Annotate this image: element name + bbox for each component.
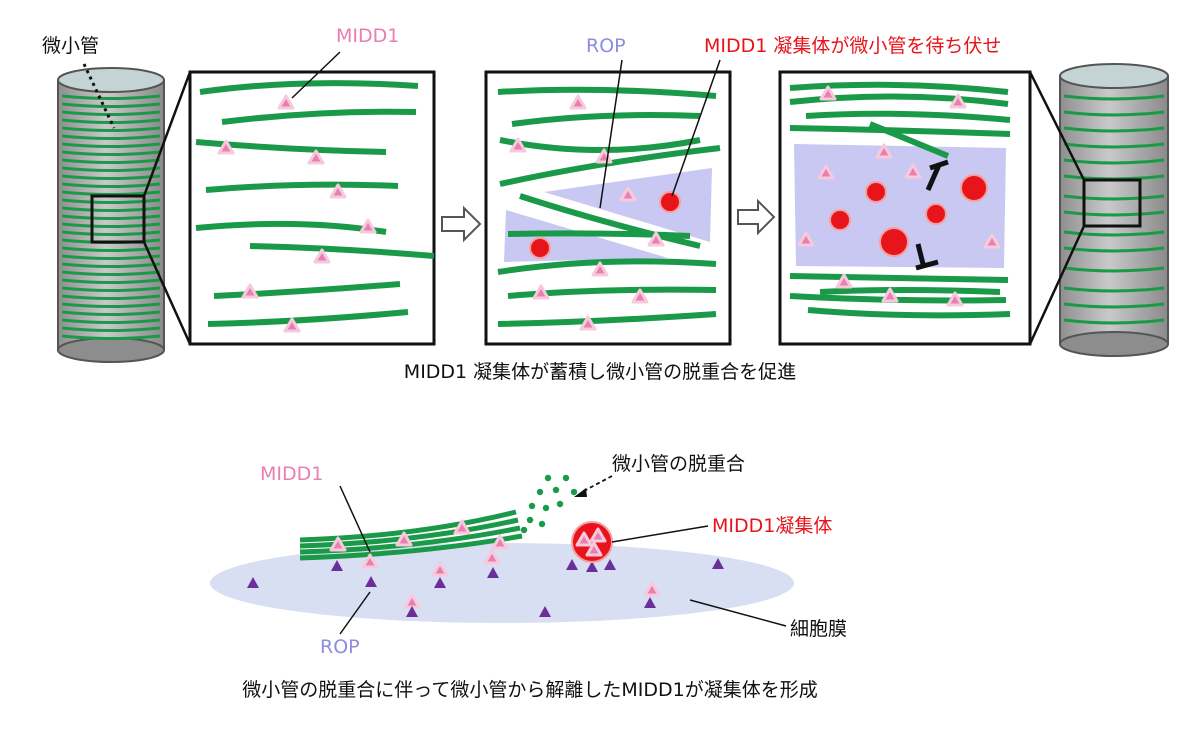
cylinder-microtubule-stripes-sparse [1063, 94, 1165, 325]
cylinder-microtubule-stripe [61, 214, 161, 220]
midd1-bottom-leader [339, 485, 371, 553]
cylinder-microtubule-stripe [1063, 318, 1165, 325]
midd1-leader [291, 51, 341, 99]
cylinder-microtubule-stripe [61, 302, 161, 308]
caption-top: MIDD1 凝集体が蓄積し微小管の脱重合を促進 [404, 361, 796, 383]
cylinder-microtubule-stripe [61, 110, 161, 116]
cylinder-microtubule-stripe [1063, 126, 1165, 133]
panel-3-rop-region [794, 144, 1006, 268]
cylinder-microtubule-stripe [1063, 94, 1165, 101]
panel-3-condensates [829, 174, 988, 257]
right-microtubule-cylinder [1059, 63, 1169, 357]
cylinder-microtubule-stripe [1063, 142, 1165, 149]
rop-leader [599, 59, 623, 209]
label-rop-bottom: ROP [320, 636, 360, 658]
midd1-condensate [659, 191, 681, 213]
cylinder-microtubule-stripe [1063, 266, 1165, 273]
bottom-rop-markers [247, 558, 724, 617]
zoom-region-right [1082, 178, 1142, 228]
depolymerization-leader [581, 475, 613, 493]
cylinder-microtubule-stripe [1063, 230, 1165, 237]
cylinder-microtubule-stripe [61, 270, 161, 276]
cylinder-microtubule-stripe [61, 102, 161, 108]
arrow-right-icon [441, 205, 482, 243]
cylinder-microtubule-stripe [61, 310, 161, 316]
cylinder-microtubule-stripe [1063, 194, 1165, 201]
cell-membrane [210, 543, 794, 623]
cylinder-microtubule-stripe [61, 206, 161, 212]
midd1-condensate [865, 181, 887, 203]
caption-bottom: 微小管の脱重合に伴って微小管から解離したMIDD1が凝集体を形成 [242, 679, 817, 701]
cylinder-microtubule-stripe [61, 318, 161, 324]
arrow-right-icon [737, 198, 776, 236]
cylinder-microtubule-stripe [61, 286, 161, 292]
cylinder-microtubule-stripe [61, 94, 161, 100]
panel-1 [188, 70, 436, 346]
label-depolymerization: 微小管の脱重合 [612, 453, 745, 475]
label-microtubule: 微小管 [42, 35, 99, 57]
cylinder-microtubule-stripe [61, 326, 161, 332]
midd1-condensate [879, 227, 909, 257]
cylinder-microtubule-stripe [61, 198, 161, 204]
cylinder-microtubule-stripe [61, 126, 161, 132]
zoom-line [142, 241, 192, 345]
label-condensate-bottom: MIDD1凝集体 [712, 515, 832, 537]
rop-bottom-leader [339, 591, 371, 635]
cylinder-microtubule-stripe [1063, 302, 1165, 309]
cylinder-microtubule-stripe [61, 222, 161, 228]
arrowhead-icon [574, 488, 587, 497]
tubulin-dimers [520, 474, 578, 534]
cylinder-microtubule-stripe [61, 166, 161, 172]
midd1-condensate [529, 237, 551, 259]
cylinder-microtubule-stripe [61, 182, 161, 188]
midd1-condensate [829, 209, 851, 231]
label-membrane: 細胞膜 [790, 618, 847, 640]
midd1-condensate [925, 203, 947, 225]
panel-3 [778, 70, 1032, 346]
condensate-bottom-leader [611, 525, 709, 543]
bottom-diagram [210, 474, 794, 623]
midd1-condensate [960, 174, 988, 202]
zoom-line [1028, 71, 1086, 181]
panel-2 [484, 70, 732, 346]
zoom-region-left [90, 194, 146, 244]
cylinder-microtubule-stripe [61, 334, 161, 340]
microtubule-leader [82, 63, 116, 129]
cylinder-microtubule-stripe [61, 150, 161, 156]
cylinder-microtubule-stripe [61, 230, 161, 236]
inhibition-icon [915, 159, 949, 271]
label-midd1-top: MIDD1 [336, 25, 399, 47]
cylinder-microtubule-stripe [1063, 286, 1165, 293]
condensate-leader [671, 59, 721, 197]
cylinder-microtubule-stripe [61, 278, 161, 284]
cylinder-microtubule-stripe [1063, 210, 1165, 217]
left-microtubule-cylinder [57, 67, 165, 363]
cylinder-microtubule-stripe [61, 158, 161, 164]
cylinder-microtubule-stripe [1063, 110, 1165, 117]
zoom-line [142, 71, 192, 197]
cylinder-microtubule-stripe [61, 134, 161, 140]
panel-2-microtubules [497, 86, 721, 327]
label-rop-top: ROP [586, 35, 626, 57]
cylinder-microtubule-stripe [61, 246, 161, 252]
cylinder-microtubule-stripe [61, 294, 161, 300]
label-condensate-waiting: MIDD1 凝集体が微小管を待ち伏せ [704, 35, 1001, 57]
zoom-line [1028, 225, 1086, 345]
cylinder-microtubule-stripe [61, 142, 161, 148]
label-midd1-bottom: MIDD1 [260, 463, 323, 485]
cylinder-microtubule-stripe [61, 262, 161, 268]
panel-3-microtubules [789, 81, 1011, 319]
membrane-leader [689, 599, 787, 627]
